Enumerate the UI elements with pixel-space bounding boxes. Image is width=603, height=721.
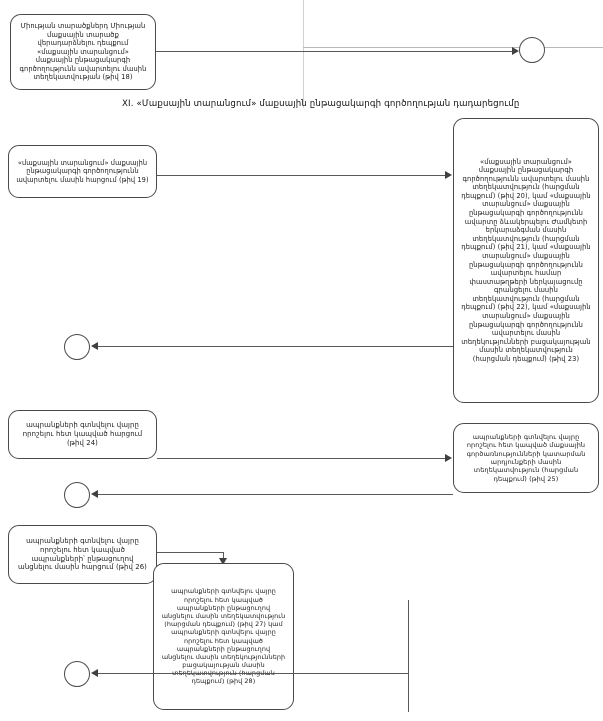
edge-node24-to-node25 <box>157 458 446 459</box>
arrowhead-node19-to-bignode <box>445 171 452 179</box>
connector-circle-d[interactable] <box>64 661 90 687</box>
node-info-return-to-union-territory[interactable]: Միության տարածքներդ Միության մաքսային տա… <box>10 14 156 90</box>
node-goods-location-operations-results[interactable]: ապրանքների գտնվելու վայրը որոշելու հետ կ… <box>453 423 599 493</box>
arrowhead-node27-to-circle-d <box>91 669 98 677</box>
node-request-goods-route-passage[interactable]: ապրանքների գտնվելու վայրը որոշելու հետ կ… <box>8 525 157 584</box>
edge-node26-to-node27-vertical <box>223 552 224 560</box>
node-customs-transit-completion-information[interactable]: «մաքսային տարանցում» մաքսային ընթացակարգ… <box>453 118 599 403</box>
connector-circle-b[interactable] <box>64 334 90 360</box>
connector-circle-a[interactable] <box>519 37 545 63</box>
edge-node27-to-circle-d <box>97 673 409 674</box>
node-24-text: ապրանքների գտնվելու վայրը որոշելու հետ կ… <box>22 421 143 447</box>
node-request-goods-location[interactable]: ապրանքների գտնվելու վայրը որոշելու հետ կ… <box>8 410 157 459</box>
page-guide-horizontal <box>303 47 603 48</box>
node-26-text: ապրանքների գտնվելու վայրը որոշելու հետ կ… <box>18 536 147 572</box>
page-title: XI. «Մաքսային տարանցում» մաքսային ընթացա… <box>122 99 520 109</box>
node-request-complete-customs-transit[interactable]: «մաքսային տարանցում» մաքսային ընթացակարգ… <box>8 145 157 198</box>
connector-circle-c[interactable] <box>64 482 90 508</box>
edge-node25-to-circle-c <box>97 494 453 495</box>
node-goods-route-passage-information[interactable]: ապրանքների գտնվելու վայրը որոշելու հետ կ… <box>153 563 294 710</box>
edge-node27-to-circle-d-vertical <box>408 600 409 712</box>
edge-bignode-to-circle-b <box>97 346 453 347</box>
edge-node18-to-circle-a <box>156 51 513 52</box>
node-27-text: ապրանքների գտնվելու վայրը որոշելու հետ կ… <box>161 587 286 686</box>
arrowhead-bignode-to-circle-b <box>91 342 98 350</box>
arrowhead-node18-to-circle-a <box>512 47 519 55</box>
arrowhead-node24-to-node25 <box>445 454 452 462</box>
node-19-text: «մաքսային տարանցում» մաքսային ընթացակարգ… <box>16 158 149 184</box>
arrowhead-node26-to-node27 <box>219 558 227 565</box>
node-big-text: «մաքսային տարանցում» մաքսային ընթացակարգ… <box>461 157 591 363</box>
node-18-text: Միության տարածքներդ Միության մաքսային տա… <box>19 21 147 82</box>
page-guide-vertical <box>303 0 304 108</box>
edge-node26-to-node27-horizontal <box>157 552 224 553</box>
edge-node19-to-bignode <box>157 175 446 176</box>
node-25-text: ապրանքների գտնվելու վայրը որոշելու հետ կ… <box>466 433 586 483</box>
arrowhead-node25-to-circle-c <box>91 490 98 498</box>
